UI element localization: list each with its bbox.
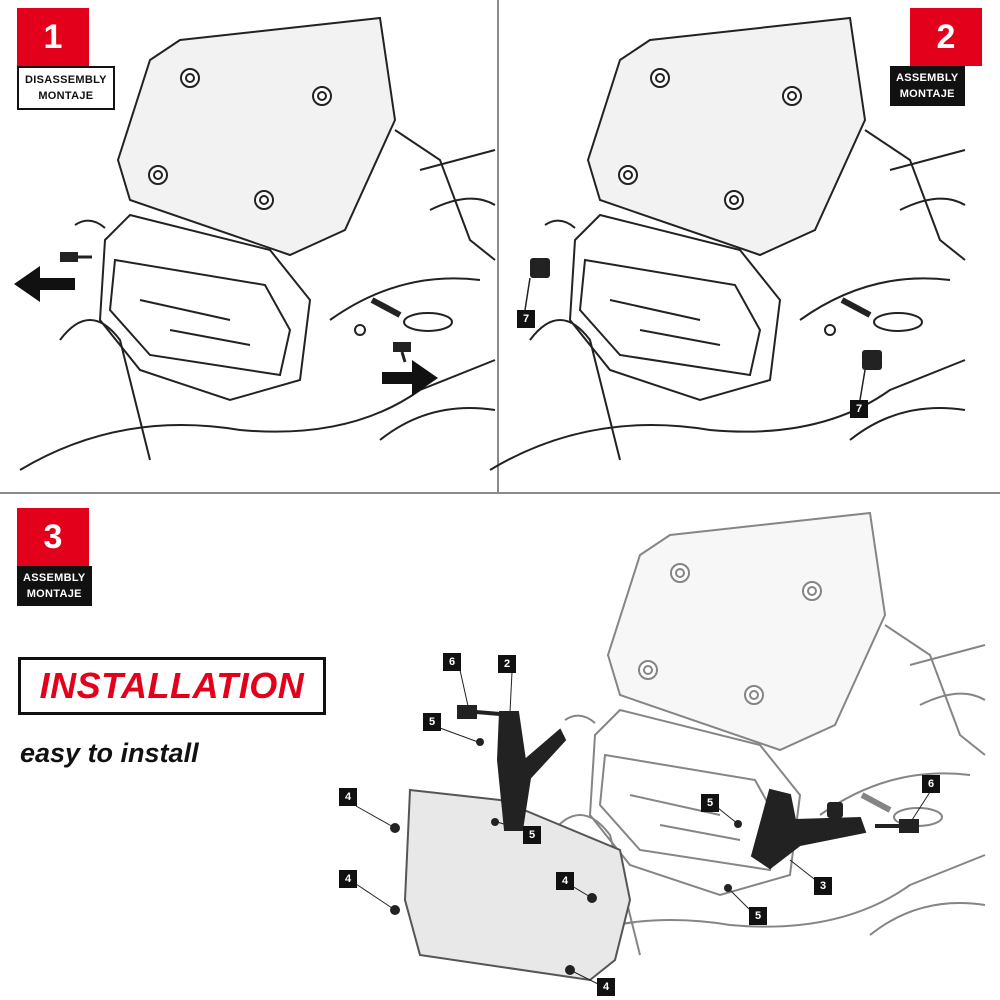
easy-install-subtitle: easy to install (20, 738, 199, 768)
part-callout-5: 5 (701, 794, 719, 812)
part-callout-6: 6 (922, 775, 940, 793)
part-callout-5: 5 (423, 713, 441, 731)
horizontal-divider (0, 492, 1000, 494)
step-1-label-line1: DISASSEMBLY (25, 74, 107, 86)
panel3-exploded-parts (355, 669, 931, 985)
part-callout-2: 2 (498, 655, 516, 673)
panel2-motorcycle-drawing (490, 18, 965, 470)
step-1-number: 1 (17, 8, 89, 66)
step-3-number: 3 (17, 508, 89, 566)
part-callout-7: 7 (850, 400, 868, 418)
step-2-label: ASSEMBLY MONTAJE (890, 66, 965, 106)
part-callout-4: 4 (556, 872, 574, 890)
part-callout-4: 4 (339, 788, 357, 806)
step-2-label-line2: MONTAJE (899, 88, 955, 100)
part-callout-6: 6 (443, 653, 461, 671)
step-2-label-line1: ASSEMBLY (896, 72, 959, 84)
part-callout-3: 3 (814, 877, 832, 895)
step-3-label-line2: MONTAJE (26, 588, 82, 600)
installation-title: INSTALLATION (39, 665, 305, 706)
part-callout-4: 4 (597, 978, 615, 996)
part-callout-5: 5 (749, 907, 767, 925)
installation-banner: INSTALLATION (18, 657, 326, 715)
part-callout-7: 7 (517, 310, 535, 328)
part-callout-5: 5 (523, 826, 541, 844)
part-callout-4: 4 (339, 870, 357, 888)
step-2-number: 2 (910, 8, 982, 66)
step-3-label-line1: ASSEMBLY (23, 572, 86, 584)
step-1-label: DISASSEMBLY MONTAJE (17, 66, 115, 110)
panel1-motorcycle-drawing (14, 18, 495, 470)
vertical-divider (497, 0, 499, 492)
step-3-label: ASSEMBLY MONTAJE (17, 566, 92, 606)
step-1-label-line2: MONTAJE (38, 90, 94, 102)
